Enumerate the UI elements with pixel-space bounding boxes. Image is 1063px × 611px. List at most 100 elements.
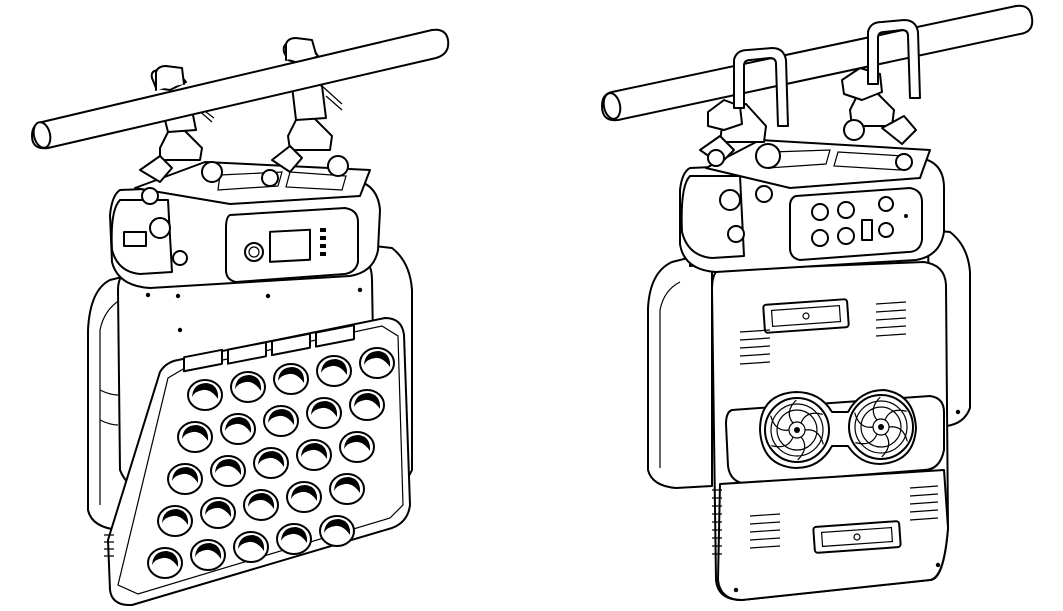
indicator-led	[320, 244, 326, 248]
lens-reflector	[248, 493, 275, 509]
screw	[904, 214, 908, 218]
indicator-led	[320, 252, 326, 256]
vent-grille-top-left	[739, 329, 771, 365]
fan-blade	[881, 433, 890, 458]
side-vent	[104, 534, 114, 557]
power-in-connector	[878, 196, 894, 212]
power-switch	[861, 219, 873, 241]
socket	[123, 231, 147, 247]
fan-center	[794, 427, 800, 433]
screw	[955, 409, 961, 415]
lens-reflector	[291, 485, 318, 501]
fan-ring	[860, 406, 902, 448]
screw	[175, 293, 181, 299]
fan-blade	[800, 412, 823, 424]
xlr-connector	[837, 201, 855, 219]
base-rear-panel	[789, 187, 923, 261]
lens-reflector	[182, 425, 209, 441]
lens-reflector	[258, 451, 285, 467]
connector	[149, 217, 171, 239]
yoke-arm-left-edge	[659, 281, 681, 468]
side-vent	[712, 489, 722, 555]
fan-blade	[770, 415, 790, 431]
hook-left	[155, 65, 185, 91]
control-knob-inner	[248, 246, 260, 258]
truss-pipe	[31, 28, 450, 150]
base-left-end	[680, 175, 745, 259]
lens-reflector	[172, 467, 199, 483]
indicator-led	[320, 236, 326, 240]
handle-top-inner	[770, 305, 842, 327]
xlr-connector	[811, 229, 829, 247]
connector	[172, 250, 188, 266]
lens-reflector	[162, 509, 189, 525]
fan-blade	[854, 412, 874, 428]
lens-reflector	[215, 459, 242, 475]
base-top-recess	[217, 171, 347, 191]
lens-reflector	[281, 527, 308, 543]
lens-panel-bevel	[117, 325, 404, 595]
fan-blade	[788, 399, 797, 424]
clamp-left	[699, 99, 781, 203]
power-out-connector	[878, 222, 894, 238]
hook-left	[733, 47, 789, 127]
lens-reflector	[324, 519, 351, 535]
fans	[764, 394, 914, 463]
lens-reflector	[311, 401, 338, 417]
vent-grille-bottom-left	[749, 513, 781, 549]
screw	[935, 562, 941, 568]
handle-bottom-inner	[820, 526, 894, 548]
xlr-connector	[837, 227, 855, 245]
lens-reflector	[354, 393, 381, 409]
lens-reflector	[301, 443, 328, 459]
fan-ring	[854, 400, 908, 454]
hook-right	[867, 19, 921, 99]
lens-array	[147, 347, 395, 579]
fan-blade	[855, 433, 878, 445]
lens-reflector	[364, 351, 391, 367]
yoke-arm-left-slots	[99, 389, 119, 426]
base-top-plate	[134, 161, 371, 205]
yoke-arm-left	[647, 251, 713, 489]
lens-reflector	[205, 501, 232, 517]
lens-reflector	[268, 409, 295, 425]
screw	[145, 292, 151, 298]
lens-reflector	[238, 535, 265, 551]
fan-center	[878, 424, 884, 430]
fan-blade	[884, 409, 907, 421]
lens-reflector	[152, 551, 179, 567]
lens-reflector	[225, 417, 252, 433]
front-view-fixture	[31, 28, 450, 607]
lens-reflector	[344, 435, 371, 451]
truss-pipe	[601, 4, 1034, 122]
handle-bottom	[812, 520, 902, 554]
handle-screw	[802, 312, 810, 320]
fan-ring	[776, 409, 818, 451]
handle-screw	[853, 533, 861, 541]
screw	[733, 587, 739, 593]
vent-top	[183, 324, 355, 373]
handle-top	[762, 298, 850, 334]
lens-reflector	[192, 383, 219, 399]
lens-reflector	[195, 543, 222, 559]
vent-grille-bottom-right	[909, 485, 939, 521]
control-knob	[244, 242, 264, 262]
screw	[357, 287, 363, 293]
indicator-led	[320, 228, 326, 232]
fan-blade	[872, 396, 881, 421]
fan-blade	[797, 436, 806, 461]
rear-view-fixture	[601, 4, 1034, 601]
connector	[727, 225, 745, 243]
fan-blade	[888, 426, 908, 442]
lens-reflector	[235, 375, 262, 391]
lens-reflector	[278, 367, 305, 383]
screw	[177, 327, 183, 333]
fan-blade	[804, 429, 824, 445]
lens-reflector	[321, 359, 348, 375]
display-screen	[269, 228, 311, 263]
xlr-connector	[811, 203, 829, 221]
connector	[719, 189, 741, 211]
vent-grille-top-right	[875, 301, 907, 337]
